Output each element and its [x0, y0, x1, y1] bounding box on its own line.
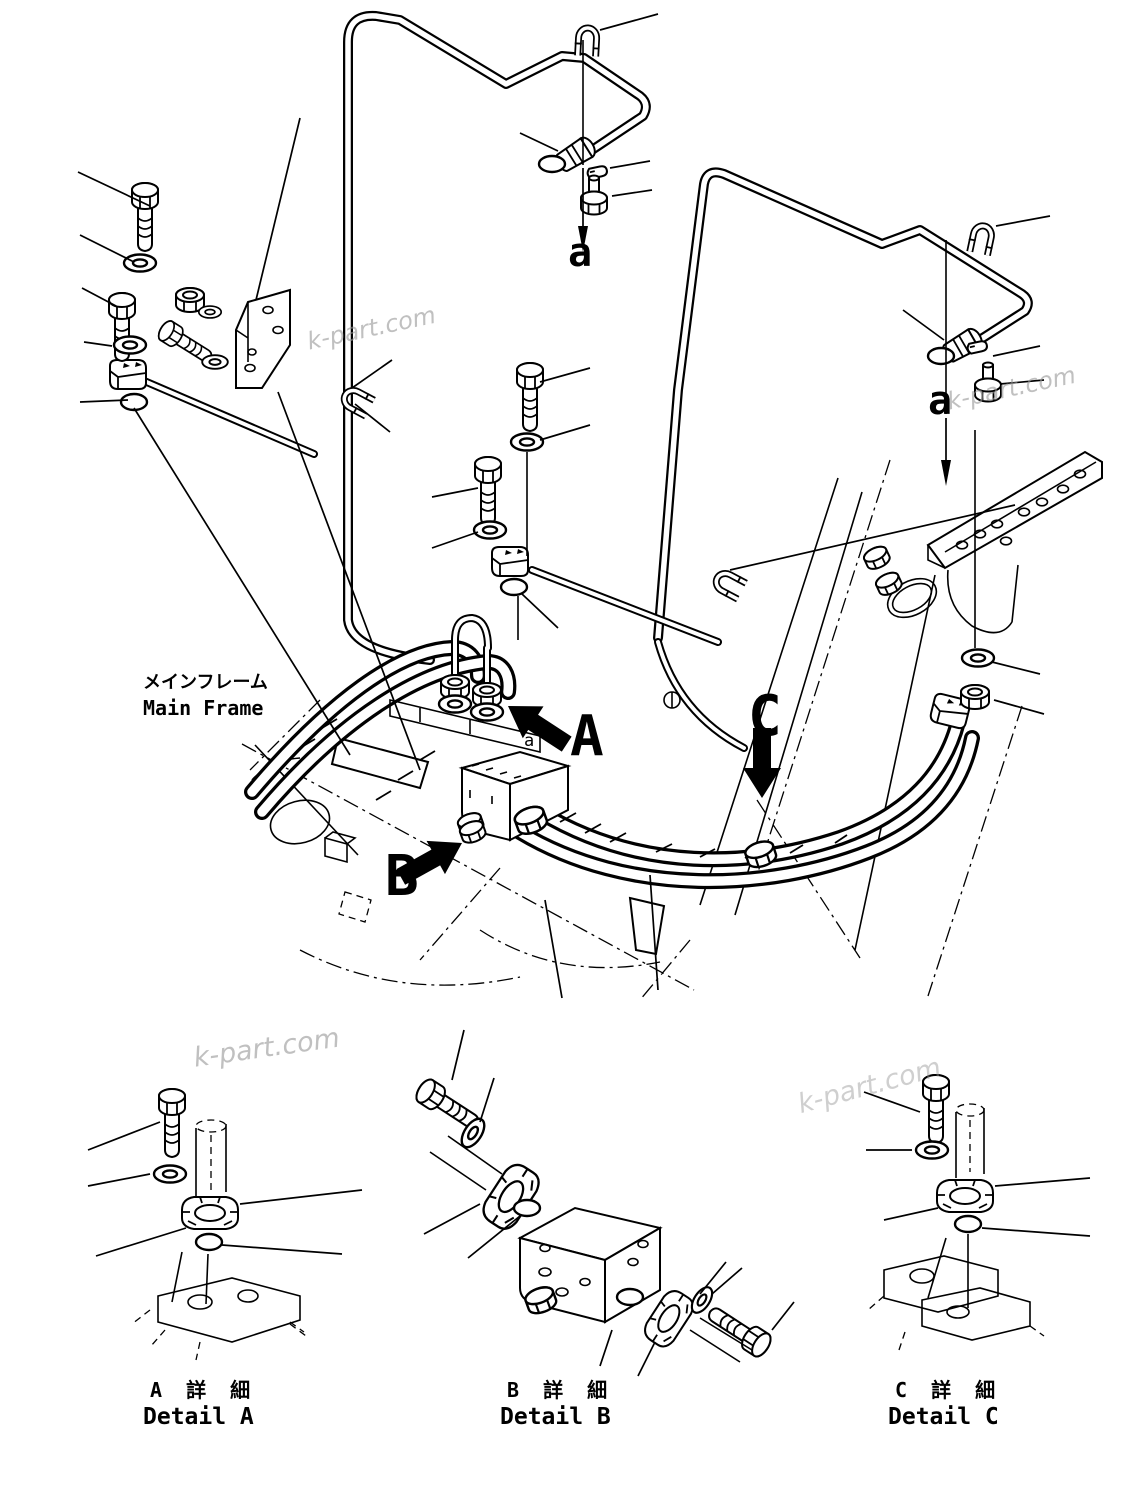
- hose-clamp-bolt-icon: [742, 837, 780, 872]
- detail-b-figure: [411, 1029, 795, 1377]
- detail-a-caption-jp: A 詳 細: [150, 1378, 257, 1402]
- bolt-icon: [158, 1088, 186, 1158]
- nut-icon: [960, 684, 990, 710]
- detail-a-figure: [87, 1088, 363, 1361]
- detail-c-caption-en: Detail C: [888, 1404, 999, 1430]
- washer-icon: [960, 648, 996, 668]
- view-label-c: C: [748, 684, 782, 749]
- o-ring-icon: [926, 346, 956, 366]
- o-ring-icon: [512, 1198, 542, 1218]
- detail-b-caption-en: Detail B: [500, 1404, 611, 1430]
- washer-icon: [122, 253, 158, 273]
- bracket-plate: [235, 288, 291, 389]
- clamp-elbow-icon: [491, 546, 529, 577]
- upper-left-hardware: [77, 117, 421, 771]
- o-ring-icon: [953, 1214, 983, 1234]
- u-clip-icon: [966, 223, 996, 256]
- view-label-a: A: [570, 704, 604, 769]
- hose-assembly: [252, 614, 972, 999]
- section-marker-a-top: a: [568, 230, 593, 276]
- frame-bolt-icon: [872, 568, 905, 599]
- bolt-icon: [131, 182, 159, 252]
- view-label-b: B: [385, 844, 419, 909]
- washer-icon: [509, 432, 545, 452]
- o-ring-icon: [119, 392, 149, 412]
- tube-flange-icon: [469, 702, 505, 722]
- washer-icon: [197, 305, 223, 319]
- fitting-nut-icon: [580, 174, 608, 216]
- main-frame-label-en: Main Frame: [143, 696, 264, 720]
- detail-c-caption-jp: C 詳 細: [895, 1378, 1002, 1402]
- center-hardware: [431, 362, 1016, 640]
- washer-icon: [472, 520, 508, 540]
- o-ring-icon: [615, 1287, 645, 1307]
- o-ring-icon: [537, 154, 567, 174]
- section-marker-a-right: a: [928, 378, 953, 424]
- o-ring-icon: [499, 577, 529, 597]
- washer-icon: [152, 1164, 188, 1184]
- bolt-icon: [516, 362, 544, 432]
- u-clip-icon: [574, 27, 600, 56]
- view-a-arrow-icon: [497, 690, 578, 761]
- left-pipe-parts: [519, 13, 659, 252]
- bolt-icon: [474, 456, 502, 526]
- main-frame-label-jp: メインフレーム: [143, 672, 268, 693]
- washer-icon: [112, 335, 148, 355]
- flange-clamp-icon: [936, 1179, 994, 1213]
- u-clip-icon: [711, 567, 747, 602]
- tube-flange-icon: [437, 694, 473, 714]
- clamp-elbow-icon: [109, 359, 147, 390]
- detail-a-caption-en: Detail A: [143, 1404, 254, 1430]
- frame-bolt-icon: [860, 542, 893, 573]
- bolt-icon: [702, 1299, 776, 1361]
- center-clamp-tube: [491, 546, 718, 642]
- detail-c-figure: [863, 1074, 1091, 1351]
- right-pipe-parts: [902, 215, 1051, 715]
- washer-icon: [914, 1140, 950, 1160]
- washer-icon: [201, 354, 229, 370]
- detail-b-caption-jp: B 詳 細: [507, 1378, 614, 1402]
- flange-clamp-icon: [181, 1196, 239, 1230]
- o-ring-icon: [194, 1232, 224, 1252]
- port-label-a: a: [524, 731, 535, 751]
